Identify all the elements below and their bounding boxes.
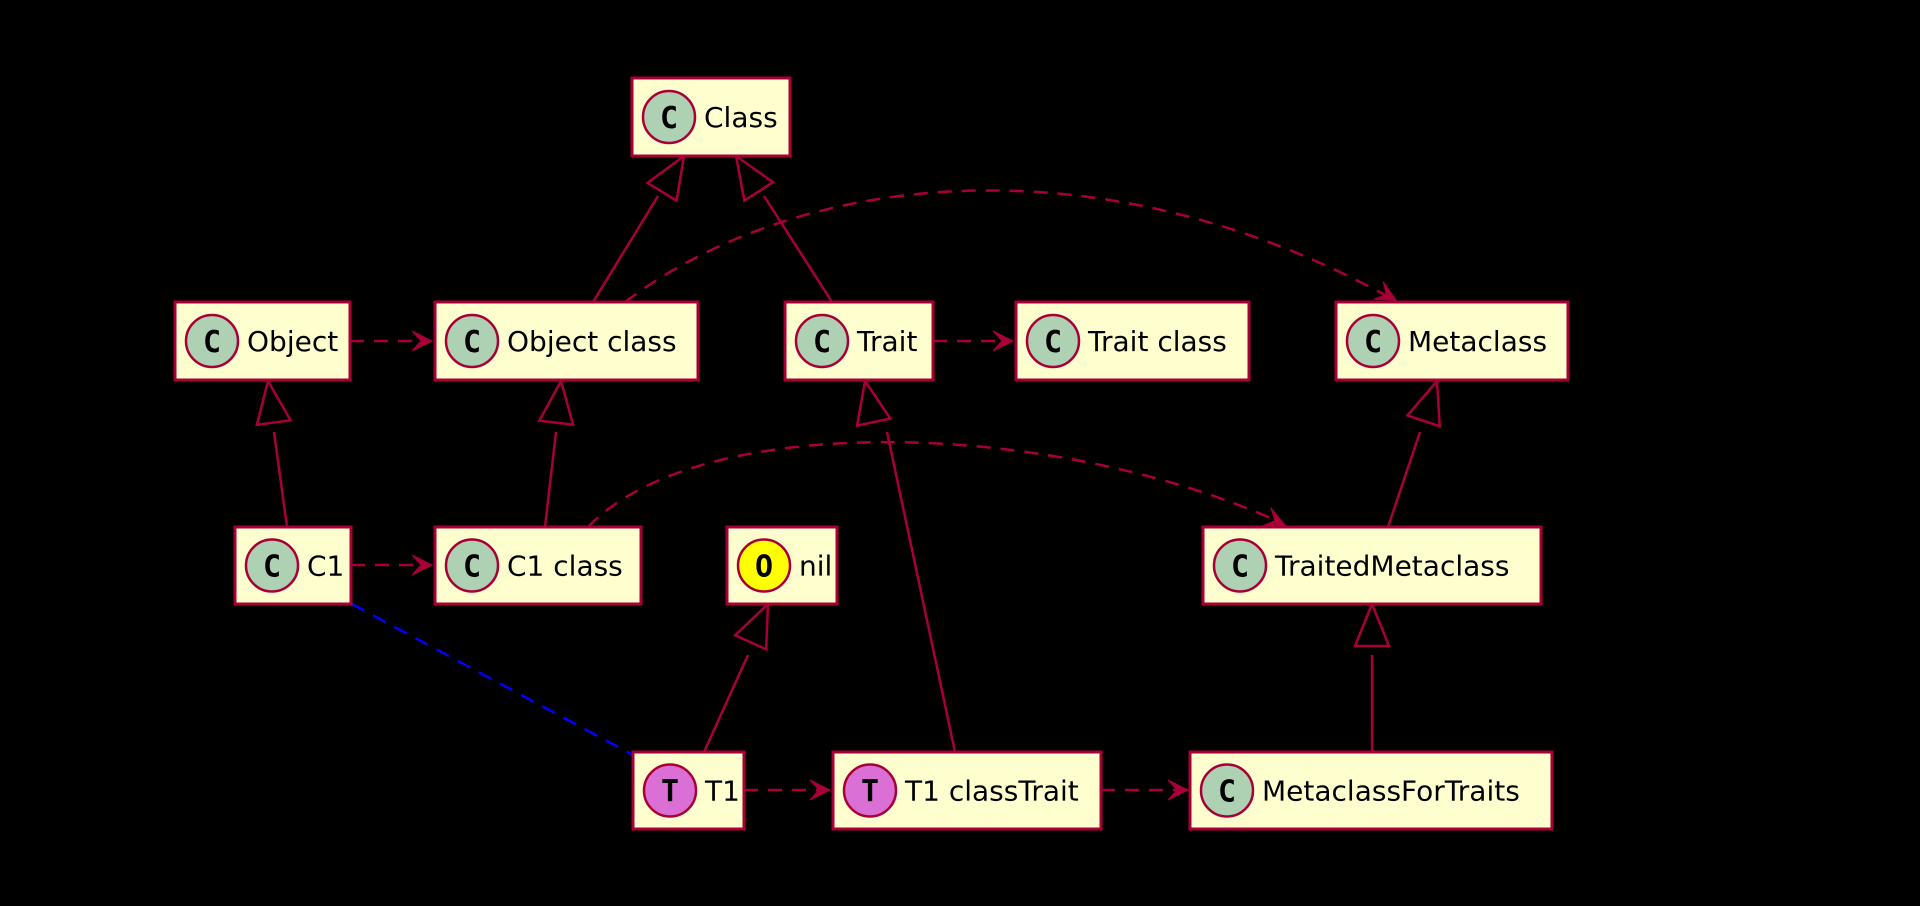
node-trait[interactable]: C Trait [783,300,935,382]
trait-stereotype-icon [642,763,698,818]
dependency-arrowhead [411,330,434,352]
edge-line [543,431,558,528]
node-label: MetaclassForTraits [1262,775,1520,808]
node-t1[interactable]: T T1 [631,750,746,831]
class-stereotype-icon [244,538,300,593]
object-stereotype-icon [736,538,792,593]
badge-letter: C [463,550,481,585]
node-label: Trait class [1087,325,1227,358]
edge-object-to-object-class [350,330,434,352]
class-stereotype-icon [1212,538,1268,593]
node-class[interactable]: C Class [630,76,792,158]
node-label: Object [247,325,338,358]
edge-line [702,654,750,753]
class-stereotype-icon [794,313,850,369]
node-c1-class[interactable]: C C1 class [433,525,643,606]
inheritance-arrowhead [855,377,893,428]
inheritance-arrowhead [1353,600,1391,648]
dependency-arrowhead [1373,281,1397,301]
edge-t1-class-trait-to-metaclass-for-traits [1101,779,1190,801]
edge-line [351,602,634,757]
badge-letter: C [1044,325,1062,360]
inheritance-arrowhead [255,377,293,427]
node-t1-class-trait[interactable]: T T1 classTrait [831,750,1103,831]
badge-letter: T [661,775,679,810]
edges-layer [255,153,1442,801]
badge-letter: T [861,775,879,810]
node-label: Class [704,101,778,134]
edge-line [624,189,1386,303]
node-metaclass[interactable]: C Metaclass [1334,300,1570,382]
edge-line [272,431,289,528]
class-stereotype-icon [184,313,240,369]
inheritance-arrowhead [1405,377,1442,429]
inheritance-arrowhead [732,600,770,652]
node-label: Trait [856,325,917,358]
edge-line [1386,431,1422,528]
edge-traited-metaclass-to-metaclass [1386,377,1442,528]
class-stereotype-icon [1025,313,1081,369]
inheritance-arrowhead [537,377,575,427]
node-label: C1 [307,550,344,583]
class-stereotype-icon [1199,763,1255,818]
dependency-arrowhead [411,554,434,576]
node-label: Object class [507,325,677,358]
edge-c1-to-c1-class [351,554,434,576]
node-object-class[interactable]: C Object class [433,300,700,382]
badge-letter: C [203,325,221,360]
inheritance-arrowhead [734,153,776,203]
node-label: C1 class [507,550,623,583]
node-object[interactable]: C Object [173,300,352,382]
badge-letter: C [463,325,481,360]
edge-trait-to-trait-class [933,330,1015,352]
edge-object-class-to-metaclass [624,189,1397,303]
badge-letter: C [263,550,281,585]
edge-c1-class-to-object-class [537,377,575,528]
badge-letter: C [813,325,831,360]
edge-t1-to-t1-class-trait [744,779,832,801]
node-label: TraitedMetaclass [1274,550,1509,583]
inheritance-arrowhead [645,153,686,203]
dependency-arrowhead [809,779,832,801]
edge-line [885,431,957,753]
dependency-arrowhead [1167,779,1190,801]
edge-line [762,195,834,303]
class-stereotype-icon [444,313,500,369]
dependency-arrowhead [992,330,1015,352]
edge-c1-to-t1 [351,602,634,757]
badge-letter: O [755,550,773,585]
edge-line [591,195,660,303]
node-label: T1 classTrait [904,775,1079,808]
node-trait-class[interactable]: C Trait class [1014,300,1251,382]
class-stereotype-icon [1345,313,1401,369]
edge-t1-to-nil [702,600,770,753]
badge-letter: C [1218,775,1236,810]
edge-t1-class-trait-to-trait [855,377,957,753]
node-label: T1 [704,775,740,808]
trait-stereotype-icon [842,763,898,818]
node-metaclass-for-traits[interactable]: C MetaclassForTraits [1188,750,1554,831]
edge-trait-to-class [734,153,834,303]
node-label: Metaclass [1408,325,1547,358]
node-c1[interactable]: C C1 [233,525,353,606]
edge-c1-to-object [255,377,293,528]
class-stereotype-icon [641,89,697,145]
badge-letter: C [1364,325,1382,360]
edge-metaclass-for-traits-to-traited-metaclass [1353,600,1391,752]
node-label: nil [799,550,832,583]
badge-letter: C [1231,550,1249,585]
class-stereotype-icon [444,538,500,593]
badge-letter: C [660,101,678,136]
edge-object-class-to-class [591,153,686,303]
node-traited-metaclass[interactable]: C TraitedMetaclass [1201,525,1543,606]
